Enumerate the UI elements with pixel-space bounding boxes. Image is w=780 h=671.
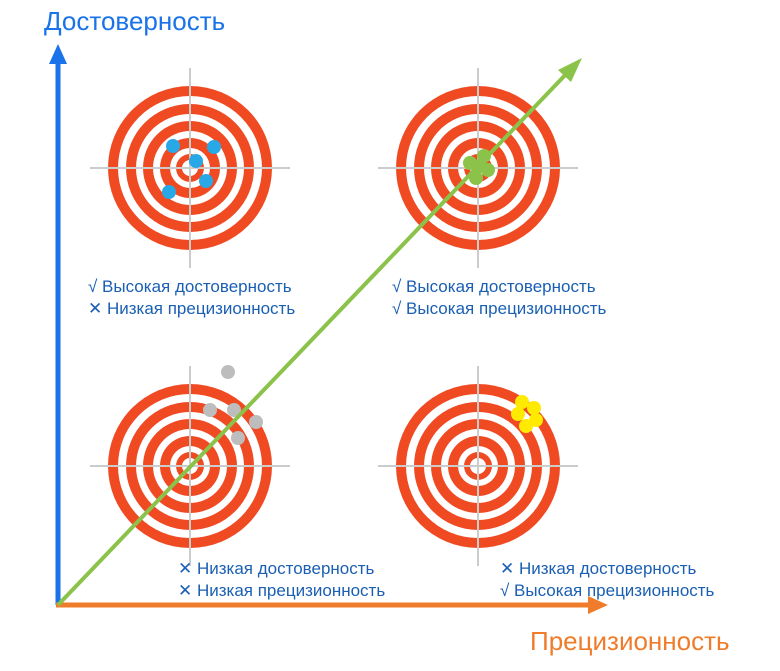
shot-mark — [227, 403, 241, 417]
x-axis-label: Прецизионность — [530, 626, 730, 656]
target-bottom-right — [378, 366, 578, 566]
shot-mark — [511, 407, 525, 421]
shot-mark — [189, 154, 203, 168]
caption-line: ✕ Низкая достоверность — [500, 559, 697, 578]
target-top-left — [90, 68, 290, 268]
shot-mark — [199, 174, 213, 188]
caption-line: √ Высокая прецизионность — [500, 581, 715, 600]
shot-mark — [221, 365, 235, 379]
trend-arrowhead — [558, 58, 582, 82]
shot-mark — [231, 431, 245, 445]
caption-top-left: √ Высокая достоверность ✕ Низкая прецизи… — [88, 276, 295, 320]
caption-bottom-left: ✕ Низкая достоверность ✕ Низкая прецизио… — [178, 558, 385, 602]
caption-line: ✕ Низкая прецизионность — [178, 581, 386, 600]
shot-mark — [166, 139, 180, 153]
caption-line: √ Высокая достоверность — [392, 277, 596, 296]
shot-mark — [207, 140, 221, 154]
caption-bottom-right: ✕ Низкая достоверность √ Высокая прецизи… — [500, 558, 714, 602]
trend-arrow-line — [56, 68, 572, 607]
caption-line: √ Высокая прецизионность — [392, 299, 607, 318]
caption-line: ✕ Низкая достоверность — [178, 559, 375, 578]
y-axis-arrowhead — [49, 44, 67, 64]
caption-line: ✕ Низкая прецизионность — [88, 299, 296, 318]
shot-mark — [515, 395, 529, 409]
shot-mark — [203, 403, 217, 417]
shot-mark — [527, 401, 541, 415]
shot-mark — [249, 415, 263, 429]
y-axis-label: Достоверность — [44, 6, 226, 36]
caption-line: √ Высокая достоверность — [88, 277, 292, 296]
shot-mark — [162, 185, 176, 199]
x-axis-arrowhead — [588, 596, 608, 614]
shot-mark — [519, 419, 533, 433]
caption-top-right: √ Высокая достоверность √ Высокая прециз… — [392, 276, 606, 320]
